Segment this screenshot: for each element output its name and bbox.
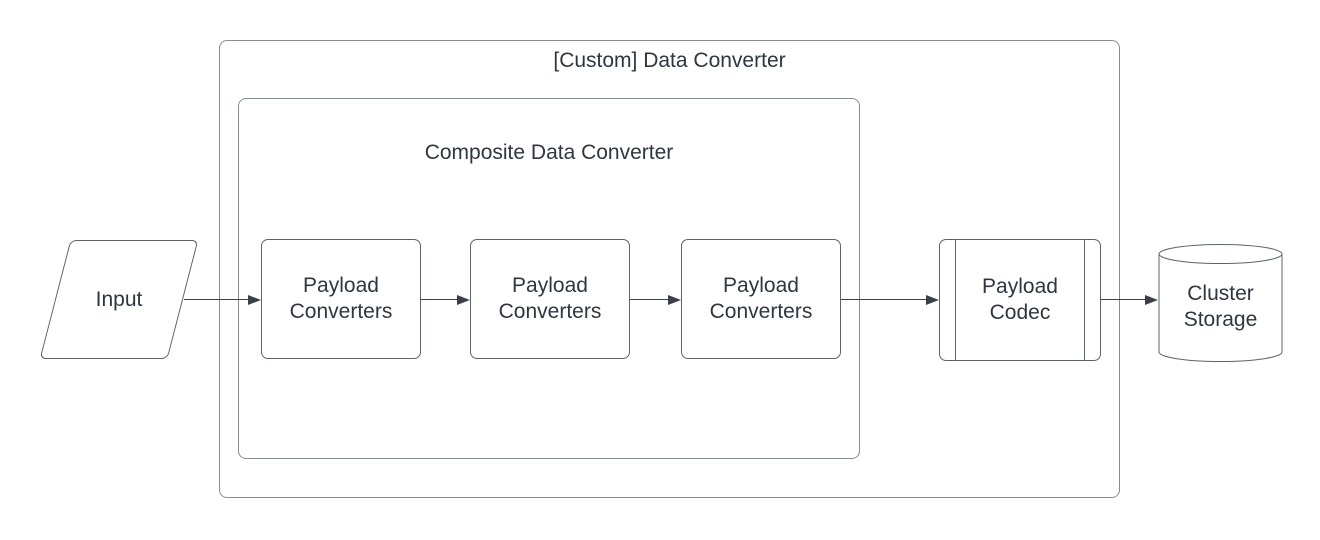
codec-left-bar bbox=[955, 240, 956, 360]
cluster-storage-label: Cluster Storage bbox=[1183, 282, 1258, 331]
cluster-storage-cylinder-shape bbox=[1158, 244, 1283, 362]
arrow-line bbox=[841, 299, 926, 300]
arrow-head-icon bbox=[1145, 294, 1158, 305]
arrow-head-icon bbox=[668, 294, 681, 305]
payload-converters-label-2: Payload Converters bbox=[498, 274, 602, 323]
arrow-line bbox=[421, 299, 457, 300]
cluster-storage-node: Cluster Storage bbox=[1158, 252, 1283, 362]
input-node: Input bbox=[40, 240, 198, 359]
payload-converters-node-2: Payload Converters bbox=[470, 239, 630, 359]
payload-codec-label: Payload Codec bbox=[982, 275, 1058, 324]
arrow-head-icon bbox=[248, 294, 261, 305]
arrow-line bbox=[630, 299, 668, 300]
payload-converters-label-3: Payload Converters bbox=[709, 274, 813, 323]
arrow-line bbox=[184, 299, 248, 300]
payload-converters-label-1: Payload Converters bbox=[289, 274, 393, 323]
custom-data-converter-container: [Custom] Data Converter bbox=[219, 40, 1120, 498]
payload-codec-node: Payload Codec bbox=[939, 239, 1101, 361]
input-label: Input bbox=[95, 287, 143, 311]
arrow-head-icon bbox=[926, 294, 939, 305]
arrow-line bbox=[1101, 299, 1145, 300]
arrow-head-icon bbox=[457, 294, 470, 305]
custom-data-converter-title: [Custom] Data Converter bbox=[553, 49, 786, 72]
codec-right-bar bbox=[1084, 240, 1085, 360]
composite-data-converter-container: Composite Data Converter bbox=[238, 98, 860, 459]
payload-converters-node-3: Payload Converters bbox=[681, 239, 841, 359]
payload-converters-node-1: Payload Converters bbox=[261, 239, 421, 359]
composite-data-converter-title: Composite Data Converter bbox=[424, 141, 674, 164]
